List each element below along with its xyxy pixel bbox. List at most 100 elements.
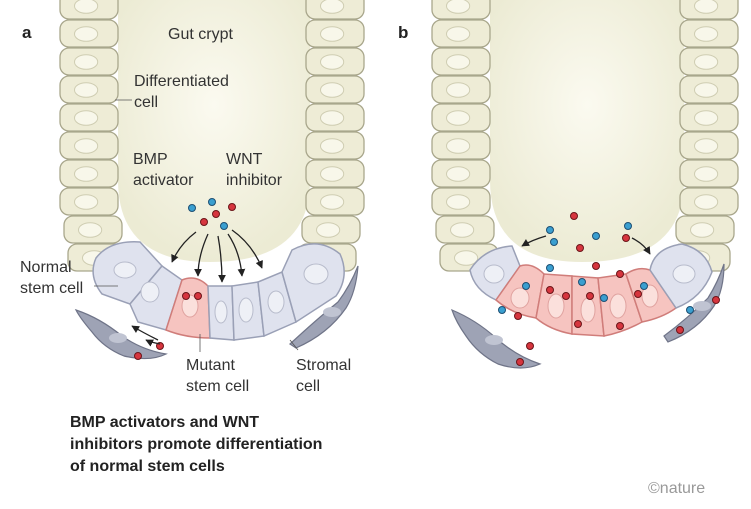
mutant-stem-cell-label: Mutant — [186, 357, 235, 374]
wnt-inhibitor-molecule — [516, 358, 524, 366]
cell-nucleus — [74, 166, 99, 182]
panel-b-crypt — [431, 0, 739, 369]
cell-nucleus — [446, 138, 471, 154]
differentiated-cell-label: cell — [134, 94, 158, 111]
bmp-activator-molecule — [592, 232, 600, 240]
cell-nucleus — [320, 110, 345, 126]
cell-nucleus — [74, 194, 99, 210]
cell-nucleus — [320, 166, 345, 182]
bmp-activator-molecule — [498, 306, 506, 314]
panel-b-lumen — [490, 0, 684, 262]
nature-logo: ©nature — [648, 480, 706, 497]
panel-b-left-wall — [431, 0, 499, 272]
cell-nucleus — [446, 194, 471, 210]
wnt-inhibitor-molecule — [514, 312, 522, 320]
caption-line: of normal stem cells — [70, 458, 225, 475]
cell-nucleus — [74, 138, 99, 154]
wnt-inhibitor-molecule — [200, 218, 208, 226]
wnt-inhibitor-molecule — [134, 352, 142, 360]
wnt-inhibitor-molecule — [574, 320, 582, 328]
wnt-inhibitor-molecule — [592, 262, 600, 270]
bmp-activator-label: activator — [133, 172, 194, 189]
panel-a-leader-lines — [94, 99, 299, 352]
cell-nucleus — [446, 54, 471, 70]
normal-stem-cell-label: Normal — [20, 259, 72, 276]
caption-line: BMP activators and WNT — [70, 414, 260, 431]
panel-label-b: b — [398, 23, 408, 42]
panel-b-right-wall — [671, 0, 739, 272]
bmp-activator-molecule — [188, 204, 196, 212]
caption-line: inhibitors promote differentiation — [70, 436, 323, 453]
cell-nucleus — [694, 82, 719, 98]
cell-nucleus — [78, 222, 103, 238]
panel-b-stem-cells — [469, 243, 713, 337]
wnt-inhibitor-molecule — [212, 210, 220, 218]
wnt-inhibitor-label: WNT — [226, 151, 263, 168]
panel-label-a: a — [22, 23, 32, 42]
stromal-cell-label: Stromal — [296, 357, 351, 374]
panel-a-molecules — [134, 198, 236, 360]
cell-nucleus — [320, 194, 345, 210]
normal-stem-cell-label: stem cell — [20, 280, 83, 297]
cell-nucleus — [446, 0, 471, 14]
bmp-activator-molecule — [686, 306, 694, 314]
wnt-inhibitor-molecule — [228, 203, 236, 211]
differentiated-cell-label: Differentiated — [134, 73, 229, 90]
cell-nucleus — [690, 222, 715, 238]
bmp-activator-molecule — [546, 226, 554, 234]
panel-b-molecules — [498, 212, 720, 366]
wnt-inhibitor-molecule — [562, 292, 570, 300]
panel-a-right-wall — [297, 0, 365, 272]
cell-nucleus — [694, 26, 719, 42]
panel-a-arrows — [131, 229, 263, 347]
cell-nucleus — [74, 26, 99, 42]
bmp-activator-molecule — [208, 198, 216, 206]
cell-nucleus — [320, 54, 345, 70]
bmp-activator-molecule — [220, 222, 228, 230]
wnt-inhibitor-molecule — [576, 244, 584, 252]
cell-nucleus — [320, 26, 345, 42]
panel-a-left-wall — [59, 0, 127, 272]
wnt-inhibitor-molecule — [616, 270, 624, 278]
cell-nucleus — [320, 138, 345, 154]
wnt-inhibitor-molecule — [676, 326, 684, 334]
cell-nucleus — [450, 222, 475, 238]
cell-nucleus — [694, 194, 719, 210]
wnt-inhibitor-molecule — [622, 234, 630, 242]
cell-nucleus — [74, 0, 99, 14]
cell-nucleus — [446, 166, 471, 182]
bmp-activator-molecule — [522, 282, 530, 290]
panel-a-crypt — [59, 0, 365, 360]
cell-nucleus — [320, 0, 345, 14]
bmp-activator-molecule — [640, 282, 648, 290]
cell-nucleus — [694, 110, 719, 126]
wnt-inhibitor-molecule — [634, 290, 642, 298]
wnt-inhibitor-molecule — [586, 292, 594, 300]
cell-nucleus — [454, 250, 479, 266]
stromal-cell-label: cell — [296, 378, 320, 395]
gut-crypt-label: Gut crypt — [168, 26, 233, 43]
cell-nucleus — [694, 54, 719, 70]
cell-nucleus — [694, 138, 719, 154]
panel-b-arrows — [521, 235, 651, 255]
cell-nucleus — [694, 166, 719, 182]
wnt-inhibitor-label: inhibitor — [226, 172, 283, 189]
labels: a b Gut crypt Differentiated cell BMP ac… — [20, 23, 408, 395]
cell-nucleus — [316, 222, 341, 238]
wnt-inhibitor-molecule — [182, 292, 190, 300]
bmp-activator-molecule — [546, 264, 554, 272]
cell-nucleus — [694, 0, 719, 14]
wnt-inhibitor-molecule — [712, 296, 720, 304]
bmp-activator-molecule — [600, 294, 608, 302]
cell-nucleus — [446, 26, 471, 42]
bmp-activator-label: BMP — [133, 151, 168, 168]
panel-a-lumen — [118, 0, 310, 262]
cell-nucleus — [74, 110, 99, 126]
wnt-inhibitor-molecule — [616, 322, 624, 330]
wnt-inhibitor-molecule — [526, 342, 534, 350]
cell-nucleus — [74, 54, 99, 70]
wnt-inhibitor-molecule — [546, 286, 554, 294]
bmp-activator-molecule — [624, 222, 632, 230]
